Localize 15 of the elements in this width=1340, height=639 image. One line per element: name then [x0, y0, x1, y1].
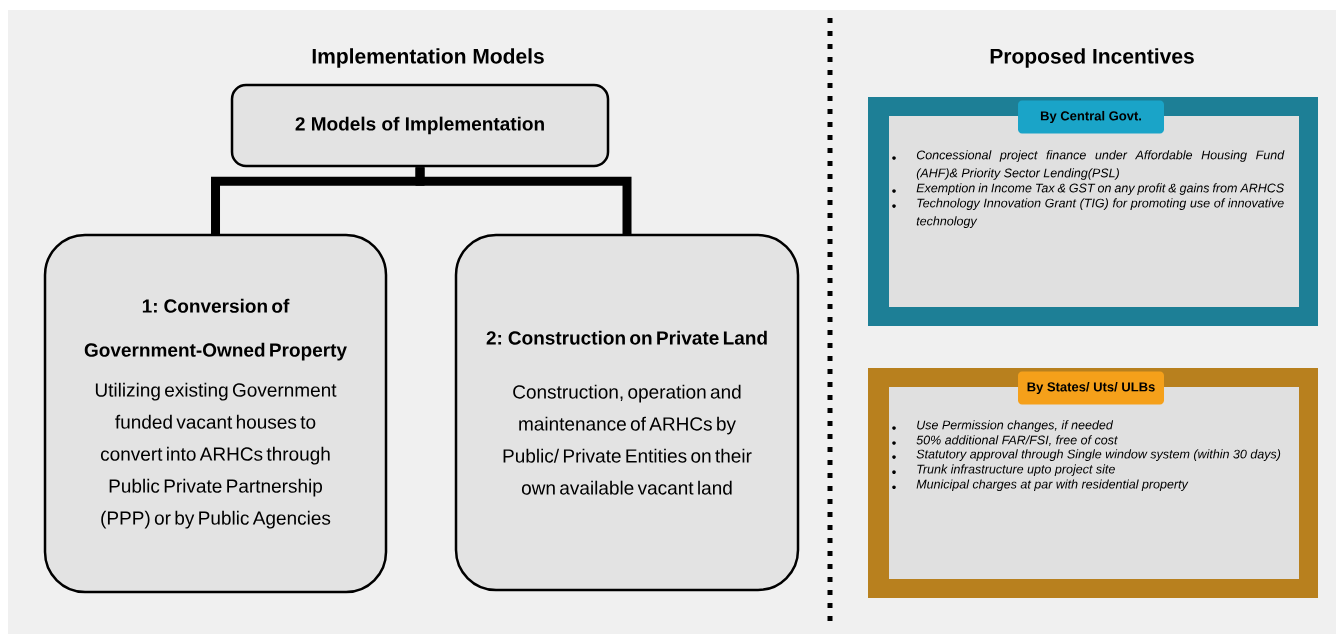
bullet-item: Exemption in Income Tax & GST on any profit & gains from ARHCS [916, 183, 1285, 195]
section-title: Proposed Incentives [990, 48, 1194, 68]
bullet-item: Concessional project finance under Affordable Housing Fund (AHF)& Priority Sector Lending(PSL) [916, 150, 1285, 180]
bullet-item: Statutory approval through Single window system (within 30 days) [916, 449, 1281, 461]
model-box: 2 Models of Implementation [230, 83, 610, 168]
bullet-item: 50% additional FAR/FSI, free of cost [916, 435, 1118, 446]
panel-tab: By Central Govt. [1018, 100, 1164, 134]
bullet-item: Trunk infrastructure upto project site [917, 464, 1115, 476]
bracket-connector [415, 167, 632, 235]
model-box: 2: Construction on Private Land Construction, operation and maintenance of ARHCs by Public/ Private Entities on their own available vacant land [454, 233, 800, 592]
panel-tab: By States/ Uts/ ULBs [1018, 371, 1164, 405]
bullet-item: Use Permission changes, if needed [917, 420, 1114, 432]
bullet-item: Technology Innovation Grant (TIG) for promoting use of innovative technology [916, 198, 1284, 228]
model-box: 1: Conversion of Government-Owned Property Utilizing existing Government funded vacant houses to convert into ARHCs through Public Private Partnership (PPP) or by Public Agencies [43, 233, 388, 594]
bullet-item: Municipal charges at par with residential property [916, 479, 1189, 492]
